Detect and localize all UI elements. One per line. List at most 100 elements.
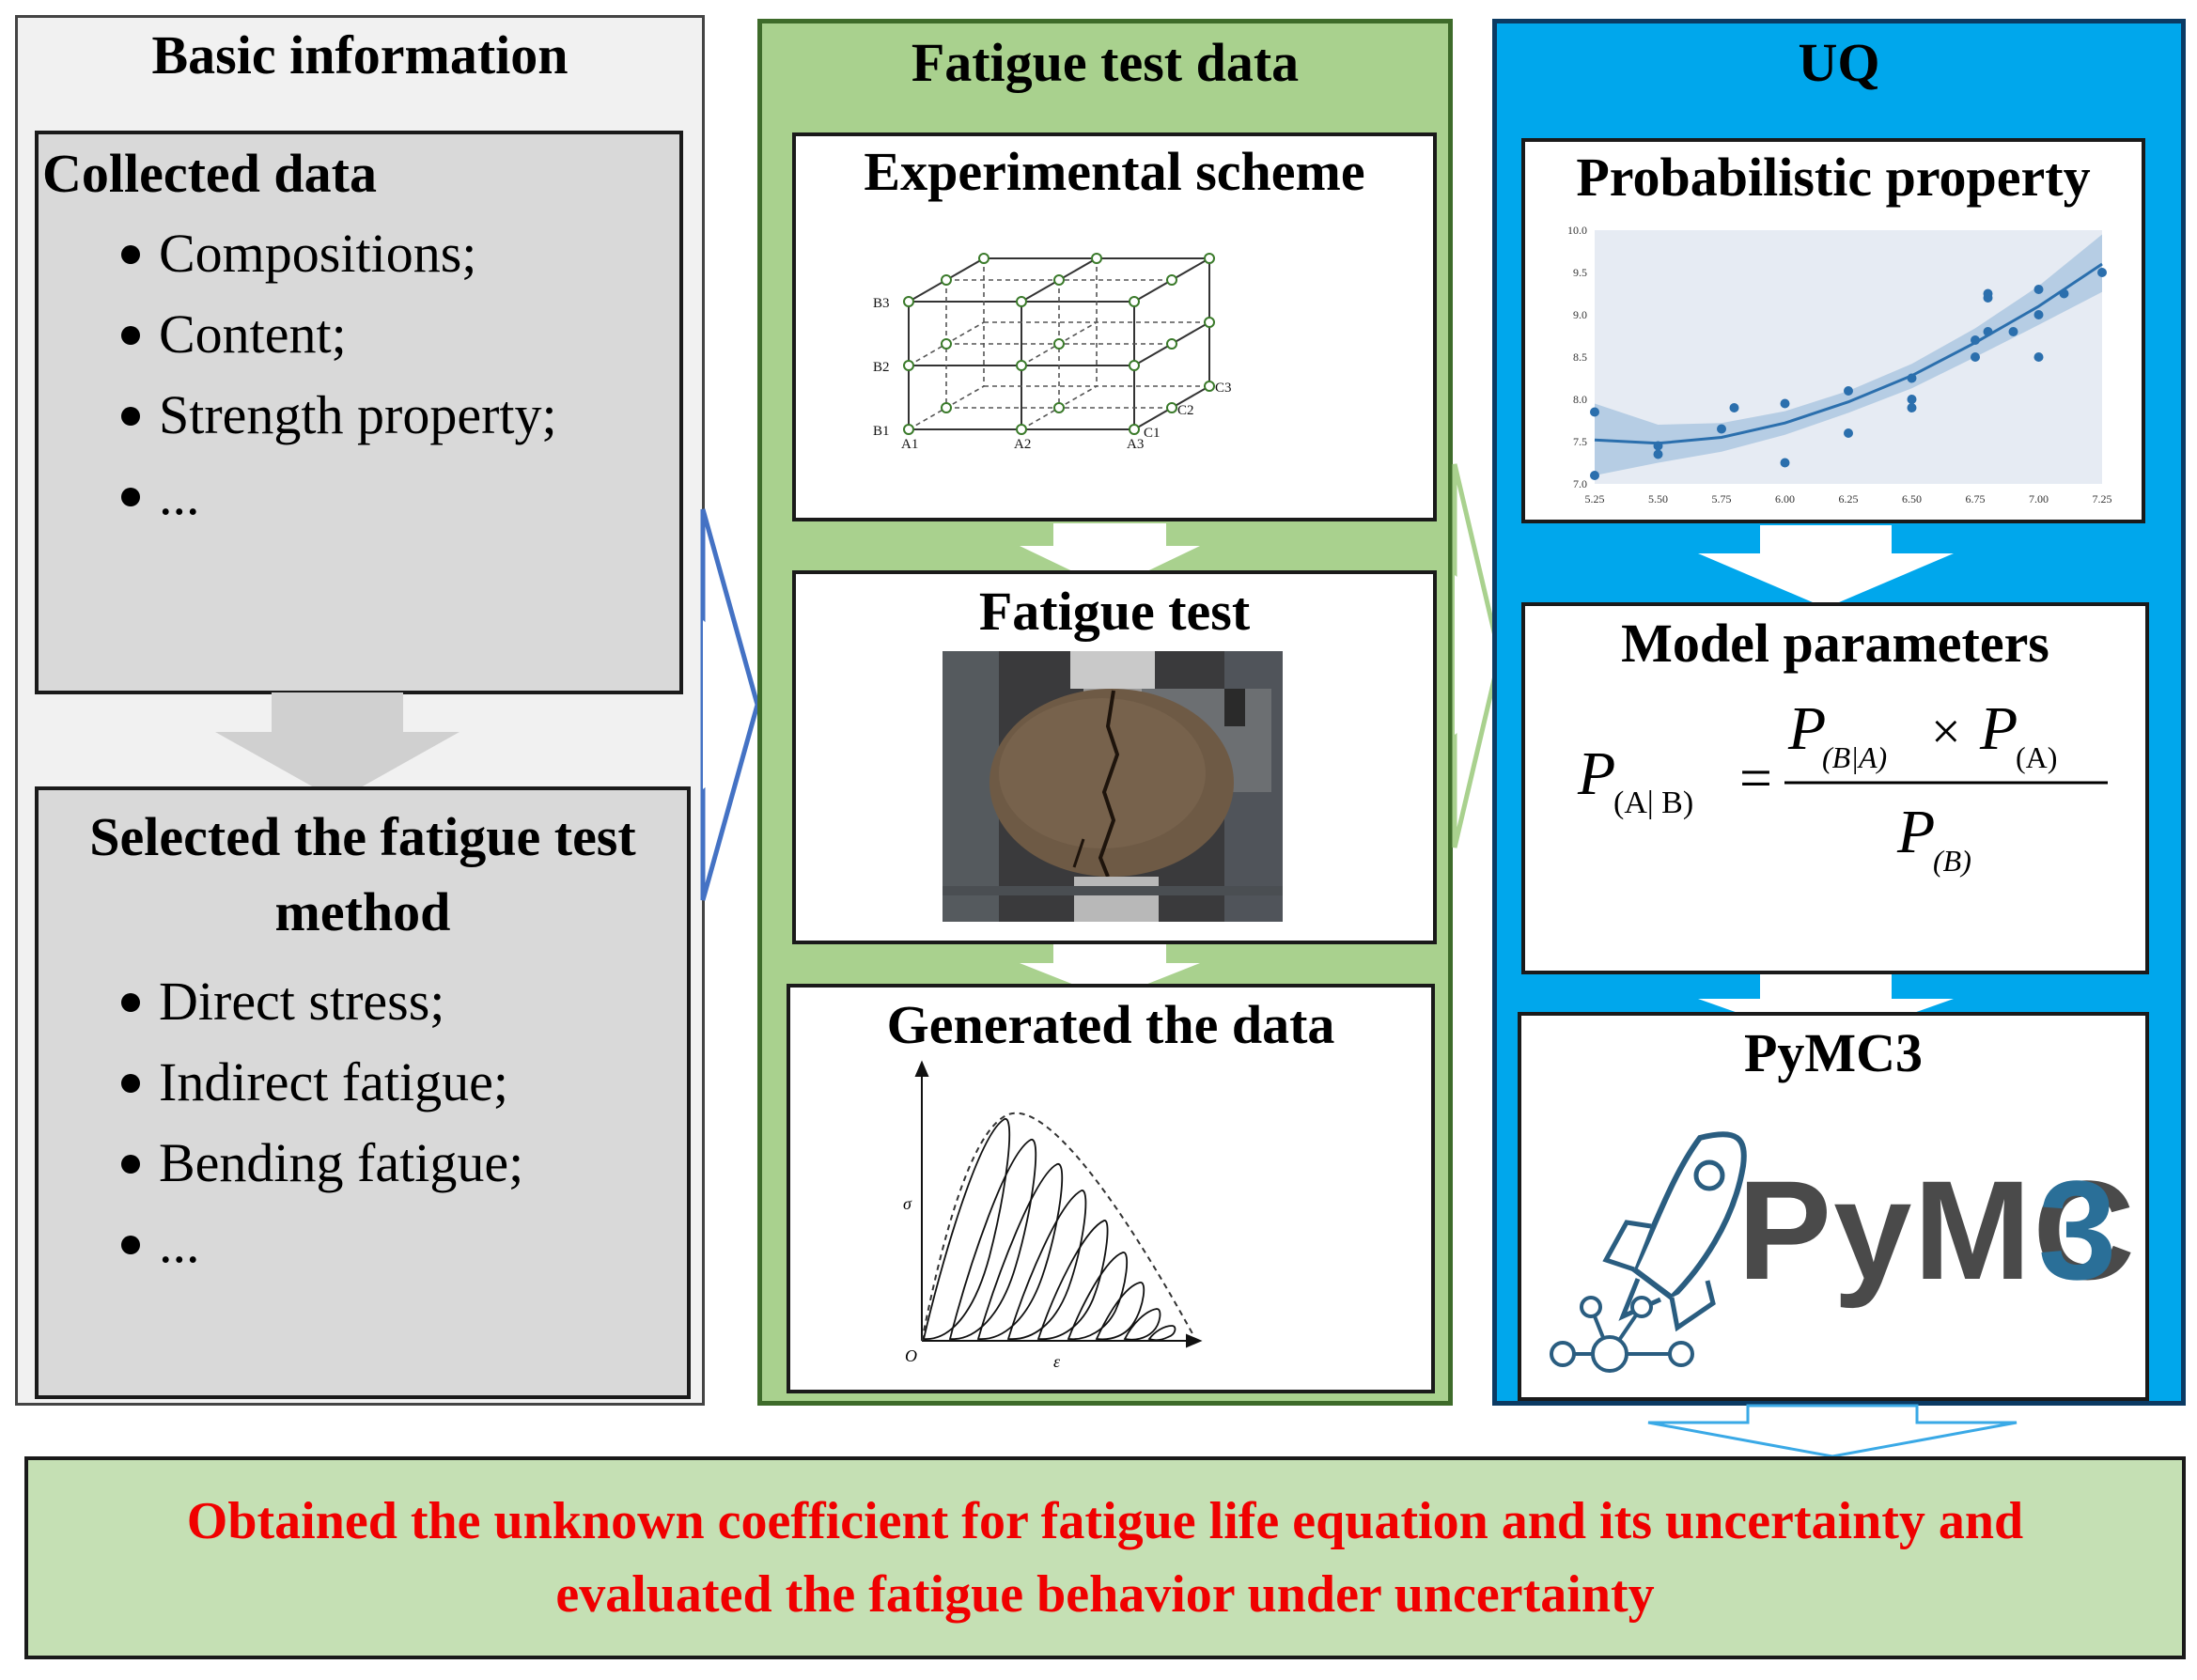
fatigue-test-data-title: Fatigue test data <box>911 32 1300 93</box>
label-a2: A2 <box>1014 437 1031 452</box>
data-point <box>1653 449 1663 459</box>
y-tick-label: 10.0 <box>1567 224 1587 237</box>
data-point <box>2033 352 2044 362</box>
x-tick-label: 5.25 <box>1585 492 1605 506</box>
experimental-scheme-title: Experimental scheme <box>864 141 1365 202</box>
x-tick-label: 5.75 <box>1712 492 1732 506</box>
y-tick-label: 7.5 <box>1573 435 1587 448</box>
y-tick-label: 7.0 <box>1573 477 1587 490</box>
data-point <box>1907 395 1917 404</box>
data-point <box>2059 288 2069 299</box>
conclusion-line-2: evaluated the fatigue behavior under unc… <box>555 1565 1655 1624</box>
y-tick-label: 9.0 <box>1573 308 1587 321</box>
probabilistic-property-box: Probabilistic property 5.25 5.50 5.75 6.00 6… <box>1521 138 2145 523</box>
label-c3: C3 <box>1215 381 1232 396</box>
data-point <box>1590 471 1599 480</box>
label-a1: A1 <box>901 437 918 452</box>
list-item: Bending fatigue; <box>39 1123 687 1204</box>
x-tick-label: 6.00 <box>1775 492 1795 506</box>
list-item: Strength property; <box>39 375 678 456</box>
data-point <box>1907 403 1917 412</box>
label-b1: B1 <box>873 424 890 439</box>
pymc-logo-text: PyMC <box>1737 1151 2132 1309</box>
x-tick-label: 6.50 <box>1902 492 1922 506</box>
formula-lhs-sub: (A| B) <box>1613 786 1693 820</box>
y-tick-label: 8.5 <box>1573 350 1587 364</box>
experimental-scheme-box: Experimental scheme <box>792 132 1437 521</box>
down-arrow-white-4 <box>1698 974 1954 1044</box>
experimental-grid-diagram: B3 B2 B1 A1 A2 A3 C1 C2 C3 <box>873 253 1232 452</box>
model-parameters-title: Model parameters <box>1621 613 2049 674</box>
data-point <box>1844 428 1853 438</box>
data-points <box>1590 268 2107 480</box>
basic-information-panel: Basic information Collected data Composi… <box>15 15 705 1406</box>
formula-num-p2: P <box>1979 694 2018 763</box>
data-point <box>2033 310 2044 319</box>
label-b3: B3 <box>873 296 890 311</box>
pymc-logo-digit: 3 <box>2038 1151 2116 1309</box>
conclusion-line-1: Obtained the unknown coefficient for fat… <box>186 1492 2024 1550</box>
bayes-formula: P P (A| B) = P (B|A) × P (A) P (B) <box>1577 694 2108 878</box>
y-tick-labels: 7.0 7.5 8.0 8.5 9.0 9.5 10.0 <box>1567 224 1587 490</box>
data-point <box>1729 403 1739 412</box>
model-parameters-box: Model parameters P P (A| B) = P (B|A) × … <box>1521 602 2149 974</box>
pymc3-title: PyMC3 <box>1743 1022 1924 1083</box>
list-item: Indirect fatigue; <box>39 1042 687 1123</box>
list-item: Compositions; <box>39 213 678 294</box>
down-arrow-white-2 <box>1020 944 1200 999</box>
x-axis-label: ε <box>1053 1352 1061 1371</box>
probabilistic-regression-chart: 5.25 5.50 5.75 6.00 6.25 6.50 6.75 7.00 7.25 7.0… <box>1567 224 2112 506</box>
data-point <box>2008 327 2018 336</box>
selected-method-box: Selected the fatigue test method Direct … <box>35 786 691 1399</box>
label-a3: A3 <box>1127 437 1144 452</box>
x-tick-label: 7.00 <box>2029 492 2049 506</box>
confidence-band <box>1595 234 2102 475</box>
rocket-icon <box>1550 1131 1747 1373</box>
data-point <box>1907 373 1917 383</box>
formula-den-sub: (B) <box>1933 844 1971 878</box>
down-arrow-outline-blue <box>1647 1404 2018 1458</box>
data-point <box>1971 335 1980 345</box>
data-point <box>1844 386 1853 396</box>
basic-information-title: Basic information <box>151 24 569 86</box>
generated-data-title: Generated the data <box>886 994 1335 1055</box>
fatigue-test-photo <box>943 651 1283 922</box>
y-tick-label: 8.0 <box>1573 393 1587 406</box>
formula-num-sub1: (B|A) <box>1822 740 1887 774</box>
x-tick-label: 7.25 <box>2093 492 2112 506</box>
data-point <box>1717 424 1726 434</box>
regression-line <box>1594 262 2103 445</box>
selected-method-title: Selected the fatigue test method <box>89 806 636 942</box>
selected-method-list: Direct stress; Indirect fatigue; Bending… <box>39 961 687 1284</box>
right-arrow-blue <box>700 508 760 901</box>
formula-equals: = <box>1739 747 1772 811</box>
data-point <box>1590 407 1599 417</box>
formula-times: × <box>1931 703 1961 761</box>
data-point <box>1780 458 1790 468</box>
origin-label: O <box>905 1346 917 1365</box>
list-item: ... <box>39 1204 687 1284</box>
hysteresis-loop-plot: σ ε O <box>903 1060 1203 1371</box>
fatigue-test-data-panel: Fatigue test data Experimental scheme <box>757 19 1453 1406</box>
data-point <box>2097 268 2107 277</box>
x-tick-label: 5.50 <box>1648 492 1668 506</box>
collected-data-box: Collected data Compositions; Content; St… <box>35 131 683 694</box>
x-tick-label: 6.75 <box>1966 492 1986 506</box>
probabilistic-property-title: Probabilistic property <box>1576 147 2091 208</box>
list-item: Content; <box>39 294 678 375</box>
generated-data-box: Generated the data σ ε O <box>787 984 1435 1393</box>
x-tick-label: 6.25 <box>1839 492 1859 506</box>
data-point <box>2033 285 2044 294</box>
formula-lhs-p: P <box>1577 739 1615 808</box>
fatigue-test-box: Fatigue test <box>792 570 1437 944</box>
label-c2: C2 <box>1177 403 1194 418</box>
y-tick-label: 9.5 <box>1573 266 1587 279</box>
fatigue-test-title: Fatigue test <box>978 581 1251 642</box>
list-item: Direct stress; <box>39 961 687 1042</box>
data-point <box>1983 327 1993 336</box>
data-point <box>1780 398 1790 409</box>
collected-data-list: Compositions; Content; Strength property… <box>39 213 678 537</box>
data-point <box>1653 441 1663 451</box>
x-tick-labels: 5.25 5.50 5.75 6.00 6.25 6.50 6.75 7.00 7.25 <box>1585 492 2112 506</box>
